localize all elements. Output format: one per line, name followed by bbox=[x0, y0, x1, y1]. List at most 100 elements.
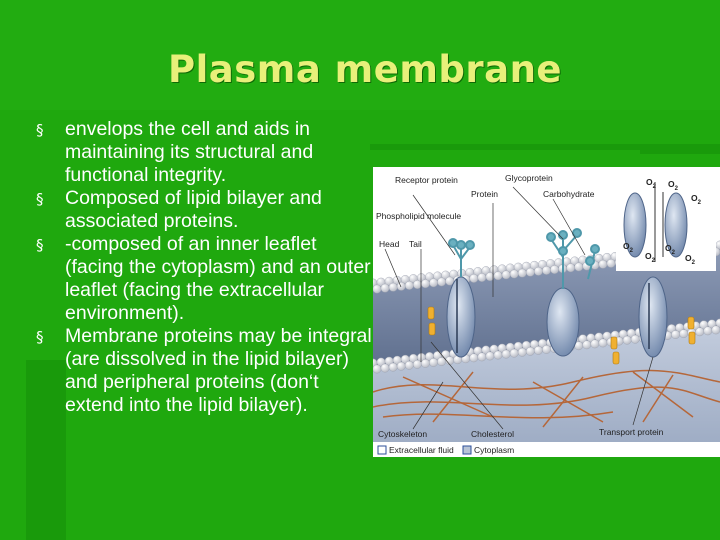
phospholipid-head bbox=[485, 351, 495, 361]
phospholipid-head bbox=[373, 364, 382, 374]
phospholipid-head bbox=[469, 273, 479, 283]
transport-protein-shape bbox=[638, 276, 668, 358]
inset-protein bbox=[623, 192, 647, 258]
phospholipid-head bbox=[501, 349, 511, 359]
label-head: Head bbox=[379, 239, 400, 249]
phospholipid-head bbox=[533, 345, 543, 355]
phospholipid-head bbox=[671, 330, 680, 339]
phospholipid-head bbox=[703, 326, 713, 336]
phospholipid-head bbox=[412, 280, 422, 289]
label-phospholipid: Phospholipid molecule bbox=[376, 211, 461, 221]
phospholipid-head bbox=[396, 361, 406, 371]
phospholipid-head bbox=[404, 281, 414, 290]
phospholipid-head bbox=[396, 281, 406, 291]
phospholipid-head bbox=[606, 258, 616, 268]
phospholipid-head bbox=[550, 265, 559, 274]
bullet-text: -composed of an inner leaflet (facing th… bbox=[65, 233, 371, 324]
bullet-text: Membrane proteins may be integral (are d… bbox=[65, 325, 372, 416]
phospholipid-head bbox=[421, 279, 430, 289]
bullet-item: § Composed of lipid bilayer and associat… bbox=[36, 187, 376, 233]
bullet-list: § envelops the cell and aids in maintain… bbox=[36, 118, 376, 417]
membrane-illustration: O2 O2 O2 O2 O2 O2 O2 bbox=[373, 171, 720, 457]
bullet-item: § envelops the cell and aids in maintain… bbox=[36, 118, 376, 187]
phospholipid-head bbox=[525, 346, 535, 356]
inset-protein bbox=[664, 192, 688, 258]
label-transport-protein: Transport protein bbox=[599, 427, 664, 437]
phospholipid-head bbox=[622, 335, 632, 345]
phospholipid-head bbox=[542, 266, 551, 275]
phospholipid-head bbox=[493, 271, 503, 281]
phospholipid-head bbox=[412, 359, 422, 369]
phospholipid-head bbox=[509, 269, 519, 279]
bullet-text: Composed of lipid bilayer and associated… bbox=[65, 187, 322, 232]
oxygen-label: O2 bbox=[668, 179, 679, 192]
phospholipid-head bbox=[437, 277, 446, 287]
label-receptor-protein: Receptor protein bbox=[395, 175, 458, 185]
slide-title: Plasma membrane bbox=[167, 48, 563, 91]
cytoskeleton-fibers bbox=[373, 369, 720, 428]
phospholipid-head bbox=[380, 283, 390, 293]
phospholipid-head bbox=[373, 284, 382, 294]
oxygen-label: O2 bbox=[665, 243, 676, 256]
bullet-marker-icon: § bbox=[36, 190, 44, 208]
phospholipid-head bbox=[582, 340, 592, 350]
integral-protein bbox=[546, 287, 580, 357]
membrane-diagram: O2 O2 O2 O2 O2 O2 O2 bbox=[373, 167, 720, 457]
phospholipid-head bbox=[630, 334, 640, 344]
label-carbohydrate: Carbohydrate bbox=[543, 189, 595, 199]
oxygen-label: O2 bbox=[645, 251, 656, 264]
phospholipid-head bbox=[598, 259, 608, 269]
bullet-item: § Membrane proteins may be integral (are… bbox=[36, 325, 376, 417]
cholesterol-molecules bbox=[427, 306, 696, 365]
phospholipid-head bbox=[517, 347, 527, 357]
legend-bar bbox=[373, 442, 720, 457]
bullet-text: envelops the cell and aids in maintainin… bbox=[65, 118, 314, 186]
background-stripe-top bbox=[370, 144, 640, 150]
phospholipid-head bbox=[711, 325, 720, 335]
oxygen-label: O2 bbox=[623, 241, 634, 254]
phospholipid-head bbox=[421, 359, 430, 368]
background-highlight bbox=[0, 0, 720, 110]
phospholipid-head bbox=[477, 273, 487, 282]
bullet-marker-icon: § bbox=[36, 236, 44, 254]
phospholipid-head bbox=[429, 278, 438, 288]
phospholipid-head bbox=[380, 363, 390, 373]
leader-lines bbox=[384, 186, 654, 430]
bullet-item: § -composed of an inner leaflet (facing … bbox=[36, 233, 376, 325]
oxygen-path-icon bbox=[654, 182, 664, 262]
phospholipid-head bbox=[542, 345, 551, 354]
phospholipid-head bbox=[501, 270, 511, 280]
phospholipid-head bbox=[695, 327, 705, 337]
phospholipid-head bbox=[525, 267, 535, 277]
bullet-marker-icon: § bbox=[36, 121, 44, 139]
label-protein: Protein bbox=[471, 189, 498, 199]
integral-protein bbox=[446, 276, 476, 358]
phospholipid-head bbox=[566, 263, 576, 273]
bullet-marker-icon: § bbox=[36, 328, 44, 346]
phospholipid-head bbox=[493, 350, 503, 360]
phospholipid-head bbox=[509, 348, 519, 358]
phospholipid-head bbox=[533, 266, 543, 276]
phospholipid-head bbox=[404, 360, 414, 370]
label-glycoprotein: Glycoprotein bbox=[505, 173, 553, 183]
phospholipid-head bbox=[469, 353, 479, 363]
legend-swatch-extracellular bbox=[377, 445, 387, 455]
legend-label-extracellular: Extracellular fluid bbox=[389, 445, 454, 455]
legend-swatch-cytoplasm bbox=[462, 445, 472, 455]
label-cholesterol: Cholesterol bbox=[471, 429, 514, 439]
oxygen-label: O2 bbox=[691, 193, 702, 206]
phospholipid-head bbox=[388, 362, 398, 372]
label-cytoskeleton: Cytoskeleton bbox=[378, 429, 427, 439]
label-tail: Tail bbox=[409, 239, 422, 249]
phospholipid-head bbox=[590, 339, 600, 349]
phospholipid-head bbox=[679, 329, 689, 339]
oxygen-label: O2 bbox=[685, 253, 696, 266]
phospholipid-head bbox=[574, 262, 584, 272]
legend-label-cytoplasm: Cytoplasm bbox=[474, 445, 514, 455]
oxygen-label: O2 bbox=[646, 177, 657, 190]
phospholipid-head bbox=[429, 358, 438, 367]
phospholipid-head bbox=[517, 268, 527, 278]
phospholipid-head bbox=[388, 282, 398, 292]
phospholipid-head bbox=[598, 338, 608, 348]
background-stripe-left bbox=[26, 360, 66, 540]
